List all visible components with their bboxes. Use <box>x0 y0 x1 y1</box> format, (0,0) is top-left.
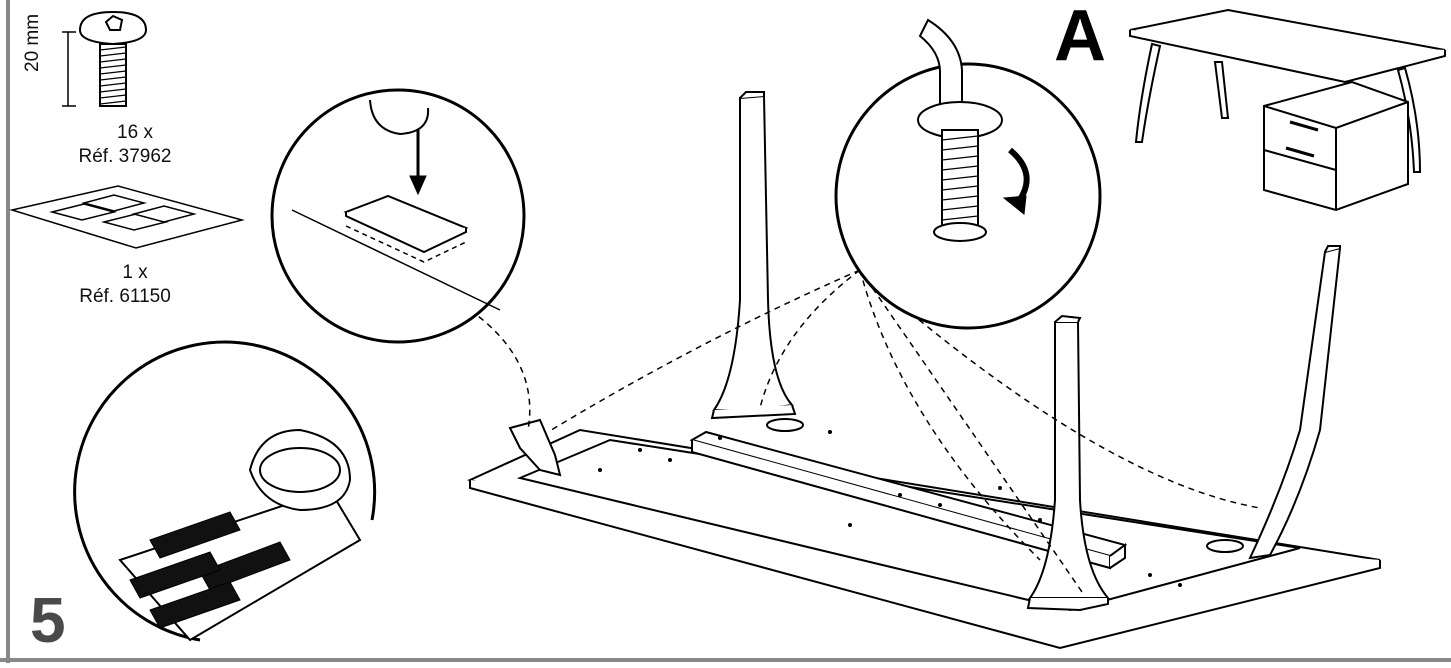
felt-pad-quantity: 1 x <box>122 262 148 283</box>
desk-thumbnail-icon <box>1129 8 1446 212</box>
felt-pad-sheet-icon <box>9 185 245 249</box>
detail-pad-application <box>73 340 377 642</box>
screw-length-label: 20 mm <box>22 13 43 72</box>
leg-bracket <box>508 418 562 477</box>
leader-lines <box>469 269 1261 593</box>
screw-quantity: 16 x <box>117 122 153 143</box>
screw-icon <box>62 10 148 107</box>
desk-top <box>467 428 1381 650</box>
felt-pad-reference: Réf. 61150 <box>79 286 171 307</box>
desk-leg-front <box>1026 314 1111 612</box>
detail-felt-pad <box>270 88 526 344</box>
detail-screw-tightening <box>834 18 1102 330</box>
desk-holes <box>598 418 1244 587</box>
variant-letter: A <box>1054 0 1106 76</box>
step-number: 5 <box>30 584 66 656</box>
desk-leg-back <box>710 91 797 420</box>
screw-reference: Réf. 37962 <box>78 146 172 167</box>
desk-rail <box>689 430 1128 570</box>
desk-leg-right <box>1248 245 1342 560</box>
